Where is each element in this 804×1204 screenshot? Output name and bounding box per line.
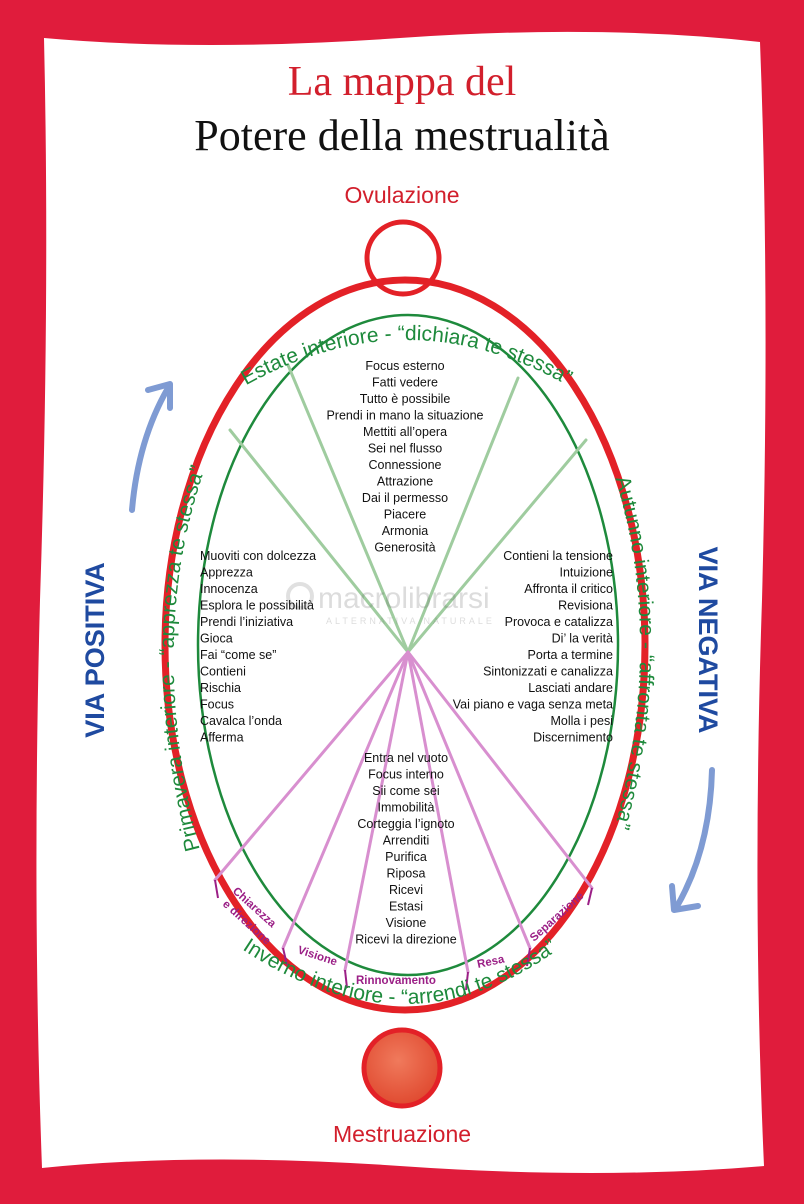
title-line-2: Potere della mestrualità	[194, 111, 609, 160]
arrow-down-icon	[669, 767, 715, 913]
summer-item: Armonia	[382, 524, 429, 538]
phase-resa: Resa	[476, 953, 506, 971]
winter-item: Entra nel vuoto	[364, 751, 448, 765]
autumn-item: Discernimento	[533, 731, 613, 745]
autumn-item: Molla i pesi	[550, 714, 613, 728]
autumn-item: Di’ la verità	[552, 632, 613, 646]
spring-item: Esplora le possibilità	[200, 599, 314, 613]
upper-rays	[228, 363, 588, 654]
lower-rays	[213, 650, 594, 974]
spring-item: Gioca	[200, 632, 233, 646]
spring-item: Apprezza	[200, 566, 253, 580]
spring-item: Prendi l’iniziativa	[200, 615, 293, 629]
winter-item: Purifica	[385, 850, 427, 864]
watermark-logo-icon	[286, 582, 314, 610]
spring-item: Rischia	[200, 681, 241, 695]
summer-item: Piacere	[384, 508, 426, 522]
watermark: macrolibrarsi ALTERNATIVA NATURALE	[286, 582, 495, 626]
summer-item: Sei nel flusso	[368, 442, 442, 456]
arrow-up-icon	[129, 381, 173, 513]
winter-item: Ricevi	[389, 883, 423, 897]
summer-item: Fatti vedere	[372, 376, 438, 390]
autumn-item: Vai piano e vaga senza meta	[453, 698, 613, 712]
autumn-item: Intuizione	[559, 566, 613, 580]
spring-item: Fai “come se”	[200, 648, 276, 662]
summer-item: Focus esterno	[365, 359, 444, 373]
ovulation-label: Ovulazione	[344, 182, 459, 208]
via-negativa-label: VIA NEGATIVA	[693, 546, 723, 733]
summer-item: Tutto è possibile	[360, 392, 451, 406]
spring-list: Muoviti con dolcezza Apprezza Innocenza …	[200, 549, 316, 745]
summer-item: Dai il permesso	[362, 491, 448, 505]
winter-item: Estasi	[389, 900, 423, 914]
watermark-tagline: ALTERNATIVA NATURALE	[326, 616, 495, 626]
menstruation-label: Mestruazione	[333, 1121, 471, 1147]
ovulation-circle	[364, 219, 442, 297]
summer-item: Prendi in mano la situazione	[326, 409, 483, 423]
summer-item: Attrazione	[377, 475, 433, 489]
spring-item: Afferma	[200, 731, 244, 745]
summer-item: Mettiti all’opera	[363, 425, 447, 439]
winter-item: Visione	[386, 916, 427, 930]
summer-item: Generosità	[374, 541, 435, 555]
spring-item: Focus	[200, 698, 234, 712]
autumn-item: Sintonizzati e canalizza	[483, 665, 613, 679]
autumn-item: Porta a termine	[528, 648, 614, 662]
autumn-item: Lasciati andare	[528, 681, 613, 695]
autumn-item: Provoca e catalizza	[505, 615, 613, 629]
winter-item: Focus interno	[368, 768, 444, 782]
watermark-brand: macrolibrarsi	[318, 582, 490, 615]
title-line-1: La mappa del	[288, 59, 517, 105]
winter-item: Arrenditi	[383, 834, 430, 848]
winter-item: Riposa	[387, 867, 426, 881]
autumn-item: Contieni la tensione	[503, 549, 613, 563]
winter-item: Immobilità	[378, 801, 435, 815]
summer-item: Connessione	[369, 458, 442, 472]
summer-list: Focus esterno Fatti vedere Tutto è possi…	[326, 359, 483, 555]
phase-ticks	[214, 879, 593, 991]
phase-rinnovamento: Rinnovamento	[356, 975, 436, 987]
spring-item: Cavalca l’onda	[200, 714, 282, 728]
spring-item: Innocenza	[200, 582, 258, 596]
autumn-list: Contieni la tensione Intuizione Affronta…	[453, 549, 613, 745]
via-positiva-label: VIA POSITIVA	[80, 562, 110, 738]
cycle-ellipse	[161, 276, 649, 1014]
winter-list: Entra nel vuoto Focus interno Sii come s…	[355, 751, 456, 947]
spring-item: Contieni	[200, 665, 246, 679]
menstruation-moon	[361, 1027, 443, 1109]
spring-item: Muoviti con dolcezza	[200, 549, 316, 563]
winter-item: Ricevi la direzione	[355, 933, 456, 947]
inner-ellipse	[196, 313, 620, 977]
autumn-item: Affronta il critico	[524, 582, 613, 596]
autumn-item: Revisiona	[558, 599, 613, 613]
winter-item: Corteggia l’ignoto	[357, 817, 454, 831]
winter-item: Sii come sei	[372, 784, 439, 798]
phase-separazione: Separazione	[528, 890, 586, 944]
